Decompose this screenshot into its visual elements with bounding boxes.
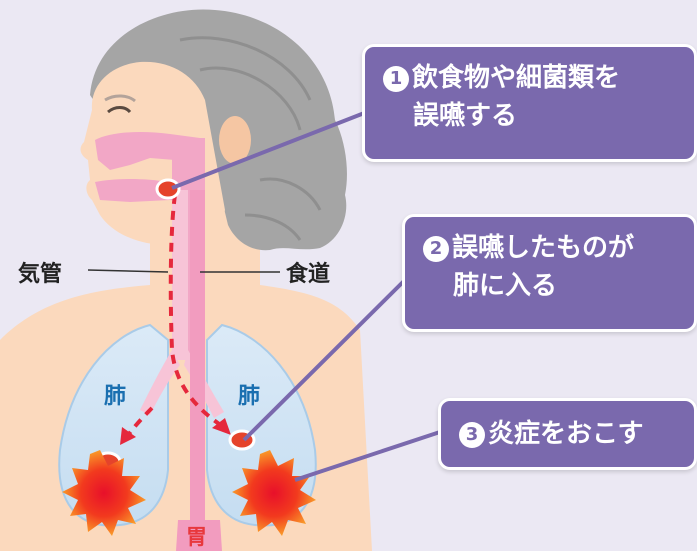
aspiration-path — [168, 194, 227, 430]
connector-2 — [242, 273, 412, 442]
callout-2-line1: 誤嚥したものが — [452, 233, 635, 263]
label-trachea: 気管 — [18, 262, 63, 287]
inflammation-left — [62, 450, 146, 536]
stomach-shape — [176, 520, 222, 551]
label-stomach: 胃 — [186, 525, 207, 549]
callout-1-line1: 飲食物や細菌類を — [412, 63, 621, 93]
leader-trachea — [87, 269, 169, 273]
esophagus-shape — [190, 190, 205, 530]
aspirate-mouth — [155, 178, 181, 200]
inflammation-right — [232, 450, 316, 536]
number-badge-2: 2 — [423, 236, 449, 262]
label-esophagus: 食道 — [286, 262, 331, 287]
label-lung-left: 肺 — [104, 384, 127, 409]
callout-2-line2: 肺に入る — [453, 271, 558, 301]
callout-3-line1: 炎症をおこす — [488, 419, 644, 449]
number-badge-3: 3 — [459, 422, 485, 448]
trachea-shape — [172, 190, 188, 360]
number-badge-1: 1 — [383, 66, 409, 92]
label-lung-right: 肺 — [238, 384, 261, 409]
connector-1 — [171, 108, 373, 190]
connector-3 — [294, 428, 447, 482]
callout-1-line2: 誤嚥する — [413, 101, 518, 131]
